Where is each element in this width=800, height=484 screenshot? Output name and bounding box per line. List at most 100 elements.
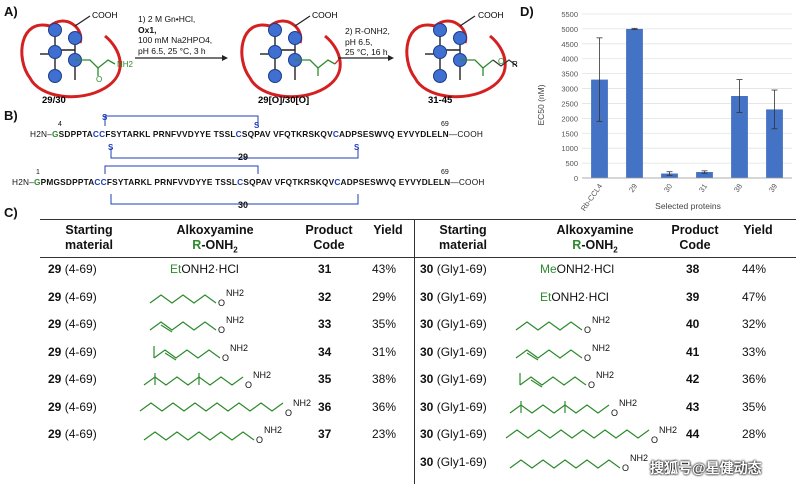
svg-text:NH2: NH2 <box>230 343 248 353</box>
row-starting-material: 29 (4-69) <box>48 427 97 441</box>
seq30-h: ADPSESWVQ EYVYDLELN <box>340 177 451 187</box>
alkoxyamine-structure: ONH2 <box>139 398 311 418</box>
alkoxyamine-structure: ONH2 <box>509 398 637 418</box>
svg-text:O: O <box>584 325 591 335</box>
row-yield: 28% <box>742 427 767 441</box>
svg-text:NH2: NH2 <box>596 370 614 380</box>
seq29-c: FSYTARKL PRNFVVDYYE TSSL <box>105 129 236 139</box>
seq30-prefix: H2N– <box>12 177 35 187</box>
y-tick-label: 5500 <box>561 10 578 19</box>
seq30-cys2: C <box>237 177 244 187</box>
bar-38 <box>731 96 748 178</box>
bar-Rb-CCL4 <box>591 79 608 178</box>
row-starting-material: 30 (Gly1-69) <box>420 289 487 304</box>
step1-conditions: 1) 2 M Gn•HCl, Ox1, 100 mM Na2HPO4, pH 6… <box>138 14 233 56</box>
seq30-end-num: 69 <box>441 169 449 176</box>
svg-text:O: O <box>222 353 229 363</box>
cooh-label-3: COOH <box>478 10 504 20</box>
alkoxyamine-structure: ONH2 <box>519 370 614 390</box>
step2-line-1: 2) R-ONH2, <box>345 26 390 36</box>
row-starting-material: 29 (4-69) <box>48 317 97 331</box>
panel-b-label: B) <box>4 108 18 123</box>
seq29-e: SQPAV VFQTKRSKQV <box>241 129 333 139</box>
table-divider <box>414 219 415 484</box>
row-yield: 32% <box>742 317 767 331</box>
row-yield: 31% <box>372 344 397 359</box>
svg-text:O: O <box>256 435 263 445</box>
compound-31-45: 31-45 <box>428 95 453 106</box>
y-tick-label: 3000 <box>561 85 578 94</box>
row-starting-material: 29 (4-69) <box>48 289 97 304</box>
svg-text:NH2: NH2 <box>619 398 637 408</box>
svg-text:O: O <box>588 380 595 390</box>
row-starting-material: 29 (4-69) <box>48 372 97 386</box>
cooh-label-2: COOH <box>312 10 338 20</box>
seq30-suffix: —COOH <box>450 177 485 187</box>
row-starting-material: 30 (Gly1-69) <box>420 372 487 386</box>
x-tick-label: 29 <box>627 182 639 194</box>
y-tick-label: 1500 <box>561 129 578 138</box>
row-yield: 35% <box>742 399 767 414</box>
y-tick-label: 4000 <box>561 55 578 64</box>
bar-29 <box>626 28 643 179</box>
alkoxyamine-structure: ONH2 <box>153 343 248 363</box>
bar-31 <box>696 172 713 178</box>
seq29-name: 29 <box>238 152 249 162</box>
seq29-h: ADPSESWVQ EYVYDLELN <box>339 129 449 139</box>
row-yield: 23% <box>372 427 397 441</box>
seq29-end-num: 69 <box>441 121 449 128</box>
compound-29o-30o: 29[O]/30[O] <box>258 95 309 106</box>
row-product-code: 33 <box>318 317 332 331</box>
s-label-1: S <box>102 113 108 122</box>
s-label-3: S <box>108 143 114 152</box>
x-tick-label: 31 <box>697 182 709 194</box>
svg-text:O: O <box>622 463 629 473</box>
row-product-code: 37 <box>318 427 332 441</box>
row-yield: 29% <box>372 289 397 304</box>
hdr-yield-left: Yield <box>373 223 403 237</box>
svg-text:O: O <box>584 353 591 363</box>
alkoxyamine-structure: ONH2 <box>149 288 244 308</box>
o-label-1: O <box>96 75 102 84</box>
seq30-a: PMGSDPPTA <box>40 177 95 187</box>
row-product-code: 32 <box>318 289 332 304</box>
y-tick-label: 3500 <box>561 70 578 79</box>
row-yield: 35% <box>372 317 397 331</box>
seq30-start-num: 1 <box>36 169 40 176</box>
row-starting-material: 30 (Gly1-69) <box>420 344 487 359</box>
row-yield: 47% <box>742 289 767 304</box>
panel-d-label: D) <box>520 4 534 19</box>
alkoxyamine-structure: ONH2 <box>515 343 610 363</box>
x-tick-label: 30 <box>662 182 674 194</box>
alkoxyamine-structure: ONH2 <box>505 425 677 445</box>
step1-line-4: pH 6.5, 25 °C, 3 h <box>138 45 206 56</box>
x-tick-label: 39 <box>767 182 779 194</box>
sequence-30: H2N–GPMGSDPPTACCFSYTARKL PRNFVVDYYE TSSL… <box>12 177 485 187</box>
row-alkoxyamine: EtONH2·HCl <box>170 262 239 276</box>
row-product-code: 31 <box>318 262 332 276</box>
panel-c-label: C) <box>4 205 18 220</box>
bar-30 <box>661 173 678 178</box>
row-alkoxyamine: EtONH2·HCl <box>540 289 609 304</box>
row-yield: 43% <box>372 262 397 276</box>
svg-text:NH2: NH2 <box>659 425 677 435</box>
x-tick-label: 38 <box>732 182 744 194</box>
alkoxyamine-structure: ONH2 <box>143 425 282 445</box>
row-yield: 33% <box>742 344 767 359</box>
step1-line-2: Ox1, <box>138 24 157 35</box>
row-alkoxyamine: MeONH2·HCl <box>540 262 615 276</box>
row-starting-material: 29 (4-69) <box>48 344 97 359</box>
seq29-cys2: C <box>235 129 242 139</box>
step2-conditions: 2) R-ONH2, pH 6.5, 25 °C, 16 h <box>345 26 400 58</box>
seq29-g: G <box>52 129 59 139</box>
svg-text:NH2: NH2 <box>226 315 244 325</box>
row-product-code: 35 <box>318 372 332 386</box>
